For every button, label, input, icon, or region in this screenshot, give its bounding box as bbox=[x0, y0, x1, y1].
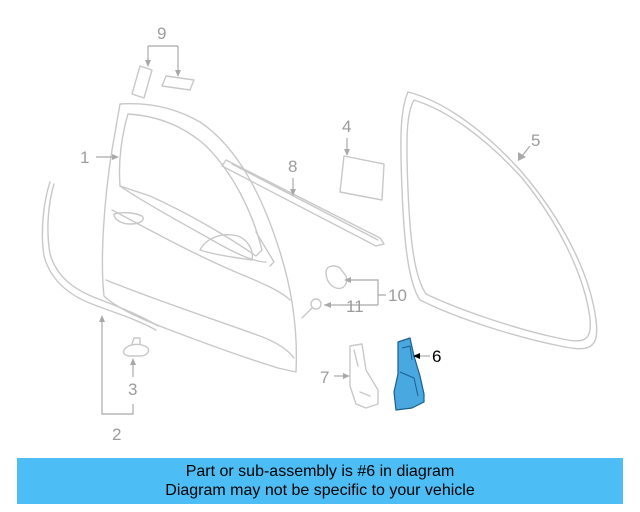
banner-line-2: Diagram may not be specific to your vehi… bbox=[165, 482, 475, 499]
part-6-highlighted[interactable] bbox=[393, 337, 425, 411]
leader-4 bbox=[344, 138, 350, 156]
callout-9: 9 bbox=[157, 24, 166, 43]
leader-7 bbox=[334, 373, 350, 379]
part-5-opening-weatherstrip bbox=[400, 91, 598, 350]
leader-3 bbox=[130, 358, 136, 377]
leader-10-11 bbox=[324, 277, 386, 308]
part-1-front-door bbox=[101, 102, 298, 373]
callout-5: 5 bbox=[531, 131, 540, 150]
leader-6 bbox=[413, 353, 430, 359]
part-4-pad bbox=[339, 155, 385, 201]
part-3-clip bbox=[122, 337, 150, 357]
info-banner: Part or sub-assembly is #6 in diagram Di… bbox=[17, 458, 623, 504]
leader-1 bbox=[96, 154, 119, 160]
part-2-weatherstrip bbox=[41, 181, 159, 331]
callout-1: 1 bbox=[80, 148, 89, 167]
callout-3: 3 bbox=[128, 380, 137, 399]
part-9-emblems bbox=[131, 65, 195, 99]
leader-5 bbox=[518, 145, 531, 161]
callout-8: 8 bbox=[288, 157, 297, 176]
leader-9 bbox=[145, 45, 181, 77]
callout-7: 7 bbox=[320, 368, 329, 387]
leader-8 bbox=[290, 178, 296, 196]
callout-10: 10 bbox=[388, 286, 407, 305]
part-8-belt-moulding bbox=[221, 159, 385, 247]
part-7-trim-piece bbox=[349, 343, 379, 409]
callout-6: 6 bbox=[432, 347, 441, 366]
banner-line-1: Part or sub-assembly is #6 in diagram bbox=[185, 463, 455, 480]
part-10-door-stop bbox=[325, 265, 348, 290]
leader-2 bbox=[99, 315, 134, 415]
callout-4: 4 bbox=[342, 117, 351, 136]
callout-11: 11 bbox=[346, 297, 364, 316]
part-11-bolt bbox=[301, 298, 322, 319]
callout-2: 2 bbox=[112, 425, 121, 444]
